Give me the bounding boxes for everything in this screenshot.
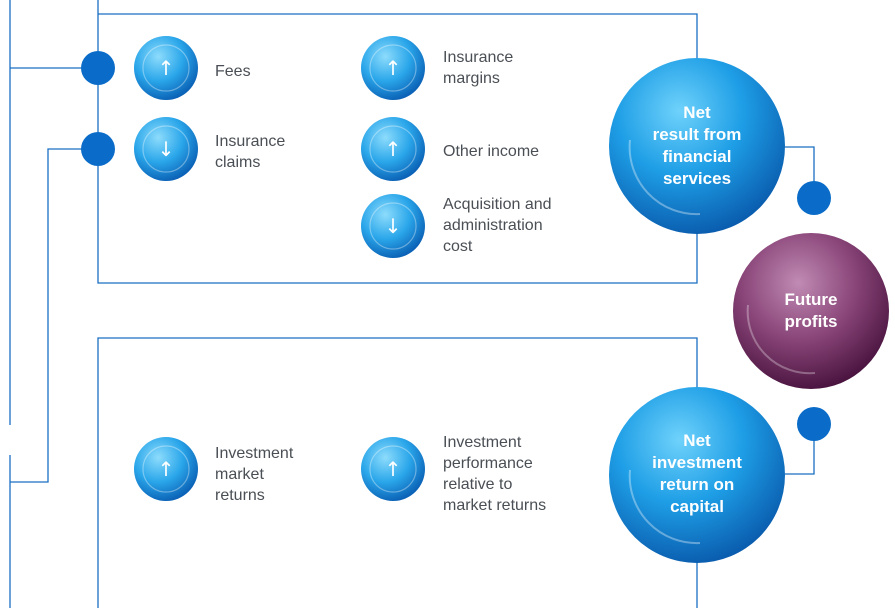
label-net-investment-return: Net investment return on capital — [652, 431, 742, 516]
driver-circle-other-income: ↑ — [361, 117, 425, 181]
label-fees: Fees — [215, 63, 251, 80]
label-insurance-margins: Insurance margins — [443, 49, 514, 87]
driver-circle-acquisition-cost: ↓ — [361, 194, 425, 258]
label-investment-market-returns: Investment market returns — [215, 445, 294, 504]
top-section-frame — [97, 0, 698, 284]
future-profits-circle — [733, 233, 889, 389]
connector-dot-top-left — [81, 51, 115, 85]
arrow-up-icon: ↑ — [385, 457, 402, 481]
arrow-up-icon: ↑ — [385, 137, 402, 161]
label-future-profits: Future profits — [784, 290, 838, 331]
connector-dot-right-top — [797, 181, 831, 215]
label-net-result-financial-services: Net result from financial services — [652, 103, 742, 188]
label-other-income: Other income — [443, 143, 540, 160]
label-insurance-claims: Insurance claims — [215, 133, 286, 171]
arrow-up-icon: ↑ — [158, 56, 175, 80]
driver-circle-insurance-claims: ↓ — [134, 117, 198, 181]
driver-circle-investment-market-returns: ↑ — [134, 437, 198, 501]
arrow-up-icon: ↑ — [385, 56, 402, 80]
label-investment-performance: Investment performance relative to marke… — [443, 434, 547, 514]
label-acquisition-cost: Acquisition and administration cost — [443, 196, 552, 255]
driver-circle-insurance-margins: ↑ — [361, 36, 425, 100]
connector-left-bottom-branch — [10, 148, 90, 483]
left-connectors — [9, 0, 90, 608]
result-circle-investment-return — [609, 387, 785, 563]
arrow-up-icon: ↑ — [158, 457, 175, 481]
arrow-down-icon: ↓ — [385, 214, 402, 238]
driver-circle-fees: ↑ — [134, 36, 198, 100]
result-circle-financial-services — [609, 58, 785, 234]
arrow-down-icon: ↓ — [158, 137, 175, 161]
connector-dot-middle-left — [81, 132, 115, 166]
connector-dot-right-bottom — [797, 407, 831, 441]
driver-circle-investment-performance: ↑ — [361, 437, 425, 501]
